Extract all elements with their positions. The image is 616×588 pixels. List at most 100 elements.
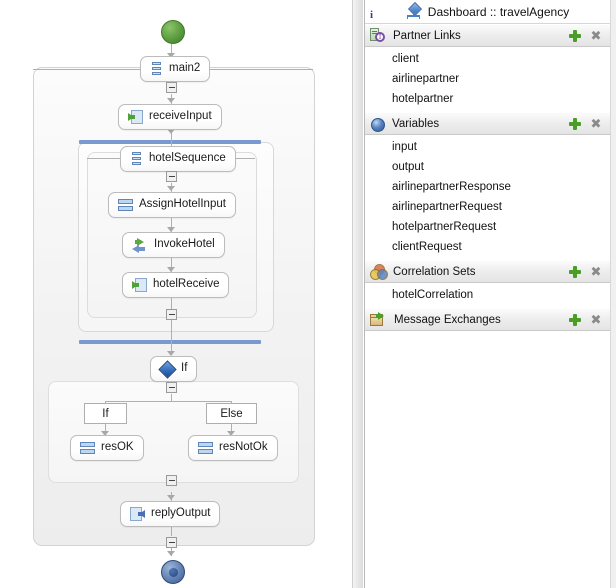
receive-icon — [128, 109, 143, 125]
connector — [171, 320, 172, 355]
sequence-icon — [130, 151, 143, 167]
branch-if[interactable]: If — [84, 403, 127, 424]
branch-else[interactable]: Else — [206, 403, 257, 424]
activity-invoke-hotel[interactable]: InvokeHotel — [122, 232, 225, 258]
if-branch-scope[interactable] — [48, 381, 299, 483]
delete-variable-button[interactable]: ✖ — [590, 115, 602, 131]
connector-arrow — [167, 551, 175, 556]
invoke-icon — [132, 237, 148, 253]
partner-links-icon: I — [370, 28, 386, 43]
list-item[interactable]: hotelpartnerRequest — [392, 221, 497, 233]
start-event-node[interactable] — [161, 20, 185, 44]
connector-arrow — [167, 351, 175, 356]
delete-partner-link-button[interactable]: ✖ — [590, 27, 602, 43]
message-exchanges-icon — [370, 312, 387, 327]
activity-label: hotelSequence — [149, 152, 226, 165]
activity-receive-input[interactable]: receiveInput — [118, 104, 222, 130]
list-item[interactable]: airlinepartnerResponse — [392, 181, 511, 193]
assign-icon — [118, 198, 133, 212]
connector — [171, 42, 172, 58]
info-icon: i — [370, 9, 374, 21]
reply-icon — [130, 506, 145, 522]
panel-scrollbar[interactable] — [610, 0, 616, 588]
section-header-partner-links[interactable]: I Partner Links ✖ — [365, 24, 610, 47]
add-correlation-set-button[interactable] — [568, 265, 582, 279]
sequence-icon — [150, 61, 163, 77]
process-diagram-canvas[interactable]: main2 receiveInput hotelSequence AssignH… — [0, 0, 352, 588]
properties-panel-inner: i Dashboard :: travelAgency I Partner Li… — [364, 0, 611, 588]
activity-label: hotelReceive — [153, 278, 220, 291]
connector-arrow — [227, 431, 235, 436]
list-item[interactable]: clientRequest — [392, 241, 462, 253]
activity-assign-hotel-input[interactable]: AssignHotelInput — [108, 192, 236, 218]
section-title: Variables — [392, 117, 440, 130]
end-event-node[interactable] — [161, 560, 185, 584]
list-item[interactable]: airlinepartnerRequest — [392, 201, 502, 213]
delete-message-exchange-button[interactable]: ✖ — [590, 311, 602, 327]
activity-res-not-ok[interactable]: resNotOk — [188, 435, 278, 461]
connector — [171, 258, 172, 272]
activity-if[interactable]: If — [150, 356, 198, 382]
section-header-message-exchanges[interactable]: Message Exchanges ✖ — [365, 308, 610, 331]
properties-panel: i Dashboard :: travelAgency I Partner Li… — [363, 0, 616, 588]
dashboard-icon — [406, 1, 422, 19]
activity-hotel-receive[interactable]: hotelReceive — [122, 272, 230, 298]
activity-label: resNotOk — [219, 441, 268, 454]
add-partner-link-button[interactable] — [568, 29, 582, 43]
connector — [105, 424, 106, 436]
section-title: Partner Links — [393, 29, 461, 42]
activity-reply-output[interactable]: replyOutput — [120, 501, 221, 527]
collapse-toggle-main2[interactable] — [166, 82, 177, 93]
activity-label: receiveInput — [149, 110, 212, 123]
assign-icon — [198, 441, 213, 455]
section-header-variables[interactable]: Variables ✖ — [365, 112, 610, 135]
branch-label: If — [102, 407, 109, 420]
activity-label: If — [181, 362, 188, 375]
section-list-partner-links: client airlinepartner hotelpartner — [365, 47, 610, 112]
activity-hotel-sequence[interactable]: hotelSequence — [120, 146, 236, 172]
activity-main2[interactable]: main2 — [140, 56, 211, 82]
collapse-toggle-hotel-sequence[interactable] — [166, 171, 177, 182]
list-item[interactable]: output — [392, 161, 424, 173]
activity-label: InvokeHotel — [154, 238, 215, 251]
connector-arrow — [167, 227, 175, 232]
list-item[interactable]: client — [392, 53, 419, 65]
variables-icon — [370, 117, 385, 132]
delete-correlation-set-button[interactable]: ✖ — [590, 263, 602, 279]
list-item[interactable]: hotelCorrelation — [392, 289, 474, 301]
list-item[interactable]: input — [392, 141, 417, 153]
collapse-toggle-process[interactable] — [166, 537, 177, 548]
connector-arrow — [167, 98, 175, 103]
add-variable-button[interactable] — [568, 117, 582, 131]
connector-arrow — [167, 53, 175, 58]
connector — [105, 401, 232, 402]
section-title: Correlation Sets — [393, 265, 476, 278]
dashboard-header: i Dashboard :: travelAgency — [365, 0, 610, 24]
connector-arrow — [101, 431, 109, 436]
receive-icon — [132, 277, 147, 293]
list-item[interactable]: airlinepartner — [392, 73, 460, 85]
connector-arrow — [167, 267, 175, 272]
scope-bar-bottom — [79, 340, 261, 344]
section-list-correlation-sets: hotelCorrelation — [365, 283, 610, 308]
section-list-variables: input output airlinepartnerResponse airl… — [365, 135, 610, 260]
connector — [223, 158, 255, 159]
branch-label: Else — [220, 407, 243, 420]
assign-icon — [80, 441, 95, 455]
activity-res-ok[interactable]: resOK — [70, 435, 144, 461]
section-title: Message Exchanges — [394, 313, 501, 326]
section-list-message-exchanges — [365, 331, 610, 336]
connector — [33, 69, 140, 70]
connector — [171, 128, 172, 150]
list-item[interactable]: hotelpartner — [392, 93, 454, 105]
add-message-exchange-button[interactable] — [568, 313, 582, 327]
activity-label: main2 — [169, 62, 201, 75]
connector — [204, 69, 313, 70]
connector — [171, 394, 172, 401]
section-header-correlation-sets[interactable]: Correlation Sets ✖ — [365, 260, 610, 283]
connector — [87, 158, 120, 159]
collapse-toggle-if[interactable] — [166, 382, 177, 393]
collapse-toggle-if-scope[interactable] — [166, 475, 177, 486]
collapse-toggle-hotel-scope[interactable] — [166, 309, 177, 320]
dashboard-title: Dashboard :: travelAgency — [427, 4, 570, 19]
